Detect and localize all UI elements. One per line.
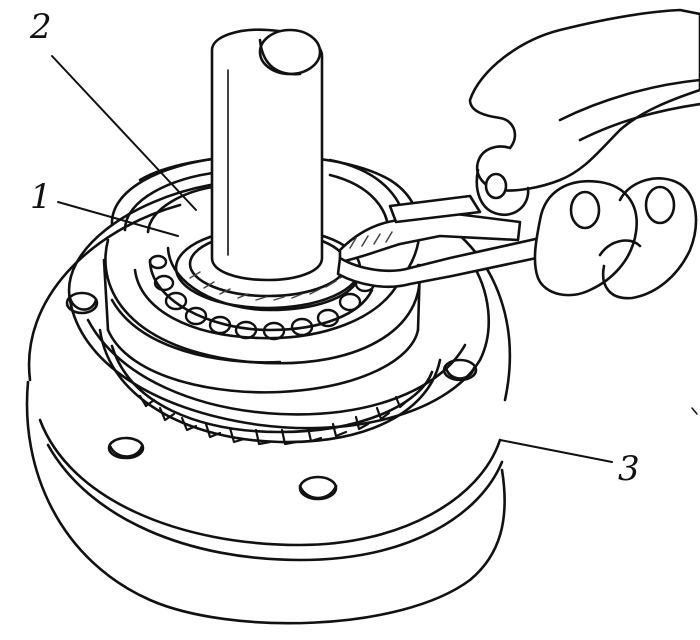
leader-line-1 [57,201,179,237]
leader-line-3 [499,439,613,463]
shaft [210,28,324,282]
bolt-holes [65,291,478,501]
leader-line-2 [51,55,197,211]
pliers-tool [336,194,548,289]
roller-bearing [57,201,376,341]
gear-ring [98,328,442,446]
callout-label-1: 1 [30,177,52,217]
hand [468,8,700,300]
bearing-housing [102,154,422,394]
callout-label-2: 2 [30,7,52,47]
callout-label-3: 3 [618,449,640,489]
